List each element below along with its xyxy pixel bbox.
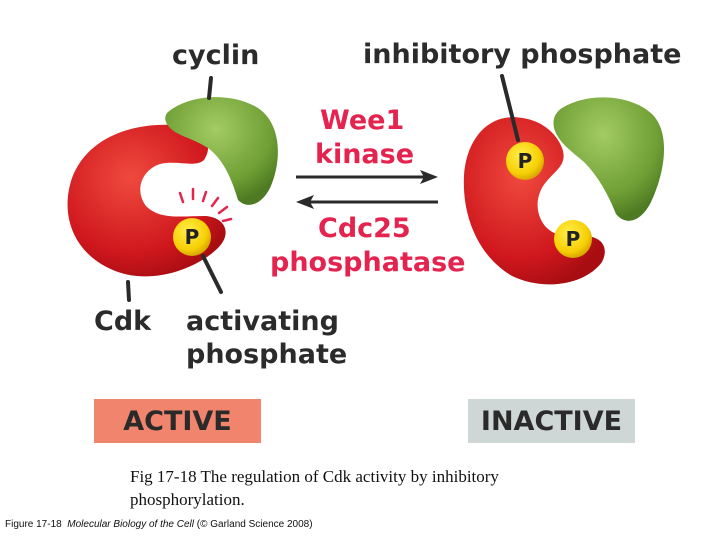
inactive-state-box: INACTIVE: [468, 399, 635, 443]
activation-glow-lines: [178, 187, 233, 223]
credit-figure-number: Figure 17-18: [5, 519, 62, 530]
cyclin-label: cyclin: [172, 40, 259, 71]
active-state-box: ACTIVE: [94, 399, 261, 443]
credit-publisher: (© Garland Science 2008): [196, 519, 313, 530]
activating-phosphate-pointer: [201, 254, 223, 294]
figure-credit: Figure 17-18 Molecular Biology of the Ce…: [5, 519, 313, 530]
phosphate-label: P: [185, 225, 200, 249]
pointer-lines: [126, 74, 520, 302]
cyclin-protein-left: [165, 97, 278, 205]
cdk-label: Cdk: [94, 306, 152, 337]
cdc25-label-line2: phosphatase: [270, 247, 465, 278]
inhibitory-phosphate-pointer: [500, 74, 520, 142]
wee1-label-line2: kinase: [315, 139, 414, 170]
activating-phosphate-left: P: [173, 218, 211, 256]
activating-phosphate-label-line2: phosphate: [186, 339, 347, 370]
figure-caption: Fig 17-18 The regulation of Cdk activity…: [130, 467, 499, 509]
phosphate-label: P: [566, 227, 581, 251]
forward-arrow: [296, 170, 438, 184]
inhibitory-phosphate-top: P: [506, 142, 544, 180]
phosphate-label: P: [518, 149, 533, 173]
cyclin-pointer: [207, 76, 213, 100]
cdc25-label-line1: Cdc25: [318, 213, 411, 244]
cdk-pointer: [126, 280, 131, 302]
credit-book-title: Molecular Biology of the Cell: [67, 519, 194, 530]
inhibitory-phosphate-label: inhibitory phosphate: [363, 39, 681, 70]
activating-phosphate-label-line1: activating: [186, 306, 339, 337]
reverse-arrow: [296, 195, 438, 209]
cyclin-protein-right: [553, 97, 665, 221]
activating-phosphate-right: P: [554, 220, 592, 258]
wee1-label-line1: Wee1: [320, 105, 404, 136]
